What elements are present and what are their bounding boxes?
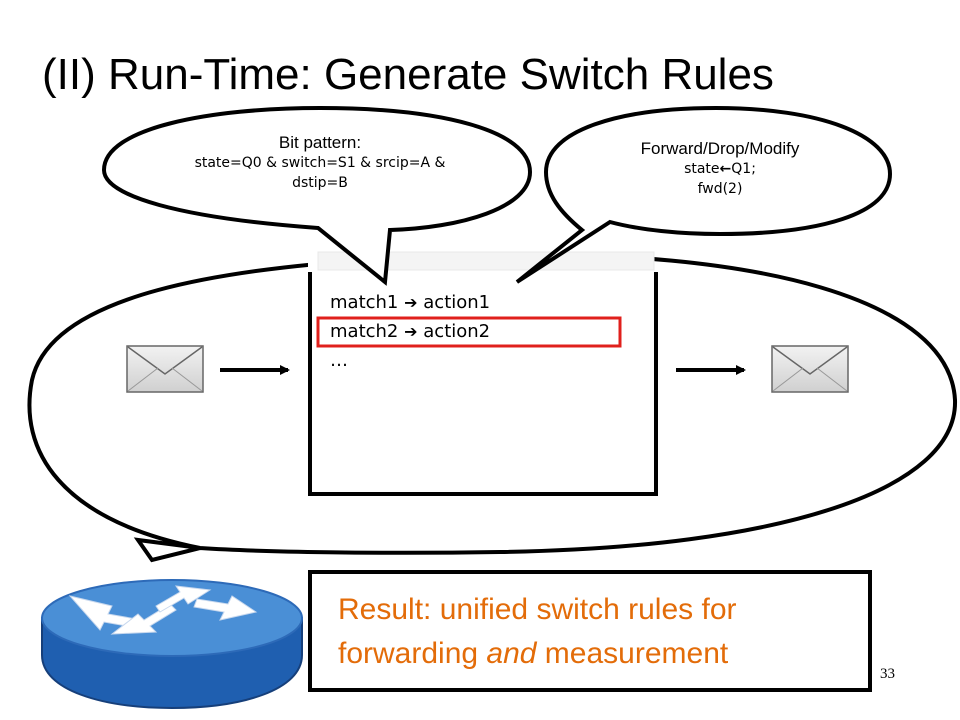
match-callout-bubble [101, 105, 533, 286]
match-callout-heading: Bit pattern: [278, 133, 362, 152]
rule-row-2: match2 ➔ action2 [330, 321, 490, 342]
rule-action-2: action2 [423, 321, 491, 342]
rule-highlight-box [316, 316, 622, 348]
right-arrow-icon: ➔ [404, 293, 418, 312]
rule-match-1: match1 [330, 292, 399, 313]
rule-row-1: match1 ➔ action1 [330, 292, 490, 313]
result-line1: Result: unified switch rules for [338, 593, 737, 626]
rule-table-box [308, 251, 658, 496]
match-callout-line1: state=Q0 & switch=S1 & srcip=A & [194, 155, 446, 171]
result-line2-before: forwarding [338, 637, 487, 670]
incoming-envelope-icon [126, 345, 204, 393]
action-line1-prefix: state [684, 161, 720, 177]
result-box [308, 570, 872, 692]
outgoing-envelope-icon [771, 345, 849, 393]
result-text: Result: unified switch rules for forward… [338, 588, 858, 676]
left-arrow-icon: ← [719, 161, 732, 177]
match-callout-text: Bit pattern: state=Q0 & switch=S1 & srci… [150, 133, 490, 193]
result-line2-after: measurement [536, 637, 729, 670]
rule-action-1: action1 [423, 292, 491, 313]
action-callout-bubble [515, 105, 893, 284]
rule-match-2: match2 [330, 321, 399, 342]
rule-ellipsis: … [330, 350, 348, 371]
page-number: 33 [880, 666, 895, 682]
slide-title: (II) Run-Time: Generate Switch Rules [42, 50, 774, 99]
action-callout-text: Forward/Drop/Modify state←Q1; fwd(2) [590, 139, 850, 199]
action-callout-line1: state←Q1; [590, 159, 850, 179]
right-arrow-icon: ➔ [404, 322, 418, 341]
action-callout-heading: Forward/Drop/Modify [640, 139, 800, 158]
match-callout-line2: dstip=B [292, 175, 348, 191]
result-line2: forwarding and measurement [338, 632, 858, 676]
result-line2-emphasis: and [486, 637, 537, 670]
action-line1-suffix: Q1; [731, 161, 756, 177]
router-icon [41, 579, 303, 710]
action-callout-line2: fwd(2) [697, 181, 743, 197]
